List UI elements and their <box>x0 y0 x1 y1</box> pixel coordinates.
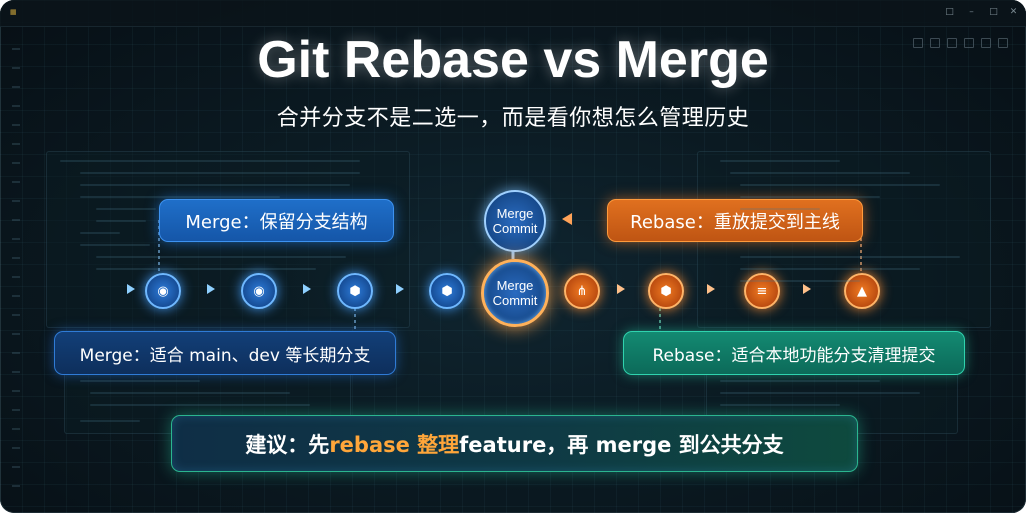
line-number-mark <box>12 200 20 202</box>
stack-icon: ≡ <box>744 273 780 309</box>
timeline-arrow <box>127 284 135 294</box>
timeline-arrow <box>617 284 625 294</box>
timeline-arrow <box>207 284 215 294</box>
line-number-mark <box>12 276 20 278</box>
line-number-mark <box>12 181 20 183</box>
code-line-decoration <box>90 392 290 394</box>
merge-long-lived-branches-label: Merge：适合 main、dev 等长期分支 <box>54 331 396 375</box>
merge-commit-line1: Merge <box>496 206 534 221</box>
line-number-mark <box>12 447 20 449</box>
code-line-decoration <box>80 244 150 246</box>
code-line-decoration <box>730 172 910 174</box>
code-line-decoration <box>720 392 920 394</box>
rebase-arrow-head <box>562 213 572 225</box>
merge-commit-line2: Commit <box>492 293 538 308</box>
merge-commit-node-top: Merge Commit <box>484 190 546 252</box>
code-line-decoration <box>96 256 346 258</box>
page-title: Git Rebase vs Merge <box>257 31 769 89</box>
line-number-mark <box>12 485 20 487</box>
code-line-decoration <box>96 220 146 222</box>
branch-icon: ⋔ <box>564 273 600 309</box>
code-line-decoration <box>740 184 940 186</box>
rebase-local-feature-label: Rebase：适合本地功能分支清理提交 <box>623 331 965 375</box>
code-line-decoration <box>740 196 880 198</box>
code-line-decoration <box>720 404 840 406</box>
line-number-mark <box>12 238 20 240</box>
code-line-decoration <box>90 404 310 406</box>
timeline-arrow <box>396 284 404 294</box>
line-number-mark <box>12 86 20 88</box>
merge-keep-structure-label: Merge：保留分支结构 <box>159 199 394 242</box>
code-line-decoration <box>80 380 200 382</box>
page-subtitle: 合并分支不是二选一，而是看你想怎么管理历史 <box>276 106 750 131</box>
line-number-mark <box>12 162 20 164</box>
toolbar-icon <box>947 38 957 48</box>
merge-commit-node-main: Merge Commit <box>481 259 549 327</box>
code-line-decoration <box>740 256 960 258</box>
line-number-mark <box>12 466 20 468</box>
line-number-mark <box>12 67 20 69</box>
advice-prefix: 建议：先 <box>245 432 330 457</box>
app-logo-icon: ▦ <box>10 8 17 16</box>
code-line-decoration <box>96 268 316 270</box>
git-node-icon: ◉ <box>241 273 277 309</box>
line-number-mark <box>12 295 20 297</box>
timeline-arrow <box>707 284 715 294</box>
line-number-mark <box>12 48 20 50</box>
code-line-decoration <box>80 232 120 234</box>
code-line-decoration <box>720 380 880 382</box>
close-icon: ✕ <box>1009 7 1018 17</box>
cube-icon: ⬢ <box>337 273 373 309</box>
code-line-decoration <box>80 420 140 422</box>
code-line-decoration <box>96 208 156 210</box>
toolbar-icon <box>998 38 1008 48</box>
maximize-icon: □ <box>989 7 998 17</box>
code-line-decoration <box>740 268 920 270</box>
tag-icon: ▲ <box>844 273 880 309</box>
merge-commit-line2: Commit <box>492 221 538 236</box>
line-number-mark <box>12 219 20 221</box>
line-number-mark <box>12 409 20 411</box>
code-line-decoration <box>80 184 350 186</box>
line-number-mark <box>12 124 20 126</box>
git-node-icon: ◉ <box>145 273 181 309</box>
minimize-icon: – <box>969 7 974 17</box>
line-number-mark <box>12 390 20 392</box>
timeline-arrow <box>803 284 811 294</box>
line-number-mark <box>12 314 20 316</box>
line-number-mark <box>12 105 20 107</box>
toolbar-icon <box>981 38 991 48</box>
advice-highlight: rebase 整理 <box>329 432 460 457</box>
line-number-mark <box>12 333 20 335</box>
code-line-decoration <box>740 280 860 282</box>
code-line-decoration <box>60 160 360 162</box>
advice-suffix: feature，再 merge 到公共分支 <box>459 432 784 457</box>
toolbar-icon <box>913 38 923 48</box>
window-menu-icon: □ <box>945 7 954 17</box>
line-number-mark <box>12 257 20 259</box>
editor-menubar: ▦ □ – □ ✕ <box>0 0 1026 27</box>
code-line-decoration <box>740 208 820 210</box>
toolbar-icon <box>964 38 974 48</box>
rebase-replay-label: Rebase：重放提交到主线 <box>607 199 863 242</box>
cube-icon: ⬢ <box>429 273 465 309</box>
toolbar-icon <box>930 38 940 48</box>
code-line-decoration <box>80 172 360 174</box>
advice-banner: 建议：先 rebase 整理 feature，再 merge 到公共分支 <box>171 415 858 472</box>
code-line-decoration <box>80 196 280 198</box>
code-line-decoration <box>720 160 840 162</box>
line-number-mark <box>12 143 20 145</box>
line-number-mark <box>12 371 20 373</box>
timeline-arrow <box>303 284 311 294</box>
merge-commit-line1: Merge <box>496 278 534 293</box>
cube-icon: ⬢ <box>648 273 684 309</box>
line-number-mark <box>12 428 20 430</box>
line-number-mark <box>12 352 20 354</box>
